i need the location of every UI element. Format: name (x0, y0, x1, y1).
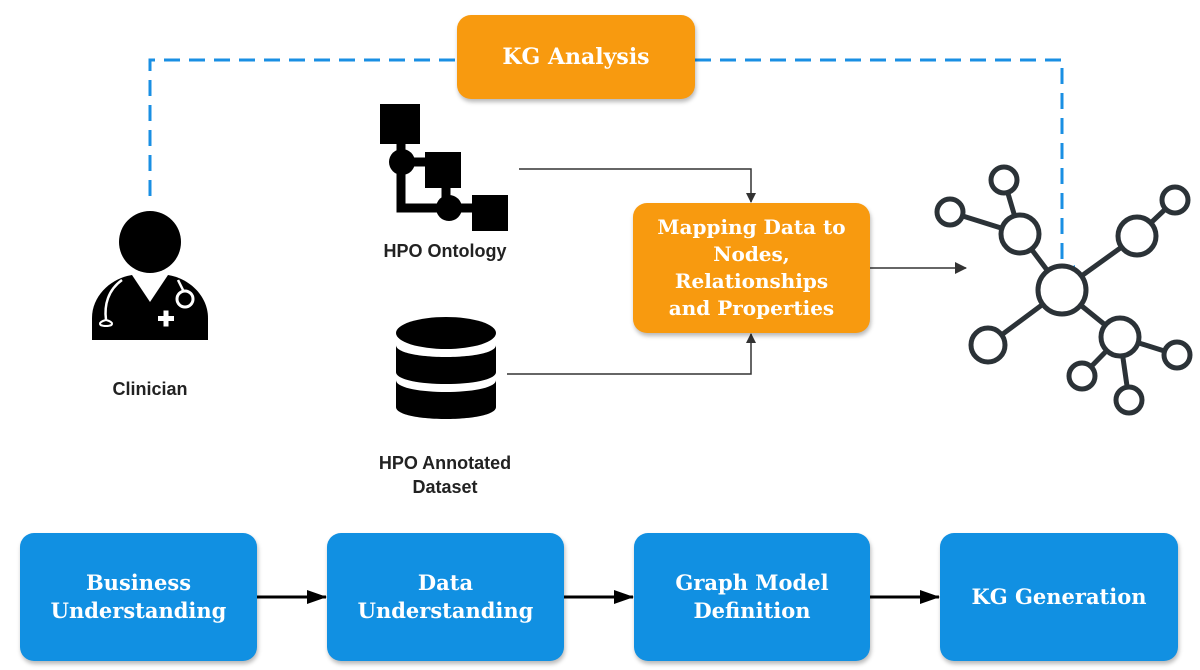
pipeline-step-kg-generation: KG Generation (940, 533, 1178, 661)
pipeline-step-business-understanding: Business Understanding (20, 533, 257, 661)
pipeline-step-graph-model-definition: Graph Model Definition (634, 533, 870, 661)
kg-analysis-label: KG Analysis (502, 44, 650, 70)
pipeline-step-data-understanding: Data Understanding (327, 533, 564, 661)
dashed-connector-left (148, 58, 457, 196)
connector-dataset-to-mapping (507, 333, 756, 375)
pipeline-step-label: KG Generation (971, 584, 1147, 609)
network-graph-icon (934, 164, 1193, 416)
connector-ontology-to-mapping (519, 168, 756, 203)
database-icon (396, 317, 496, 419)
pipeline-step-label: Data Understanding (357, 570, 534, 623)
mapping-box: Mapping Data to Nodes, Relationships and… (633, 203, 870, 333)
mapping-label: Mapping Data to Nodes, Relationships and… (657, 215, 846, 320)
hpo-dataset-label: HPO Annotated Dataset (378, 453, 512, 497)
pipeline-step-label: Graph Model Definition (675, 570, 829, 623)
hierarchy-icon (380, 104, 508, 231)
pipeline-step-label: Business Understanding (50, 570, 227, 623)
clinician-label: Clinician (112, 379, 188, 399)
doctor-icon (92, 211, 208, 340)
hpo-ontology-label: HPO Ontology (383, 241, 507, 261)
dashed-connector-right (695, 58, 1075, 279)
kg-analysis-box: KG Analysis (457, 15, 695, 99)
